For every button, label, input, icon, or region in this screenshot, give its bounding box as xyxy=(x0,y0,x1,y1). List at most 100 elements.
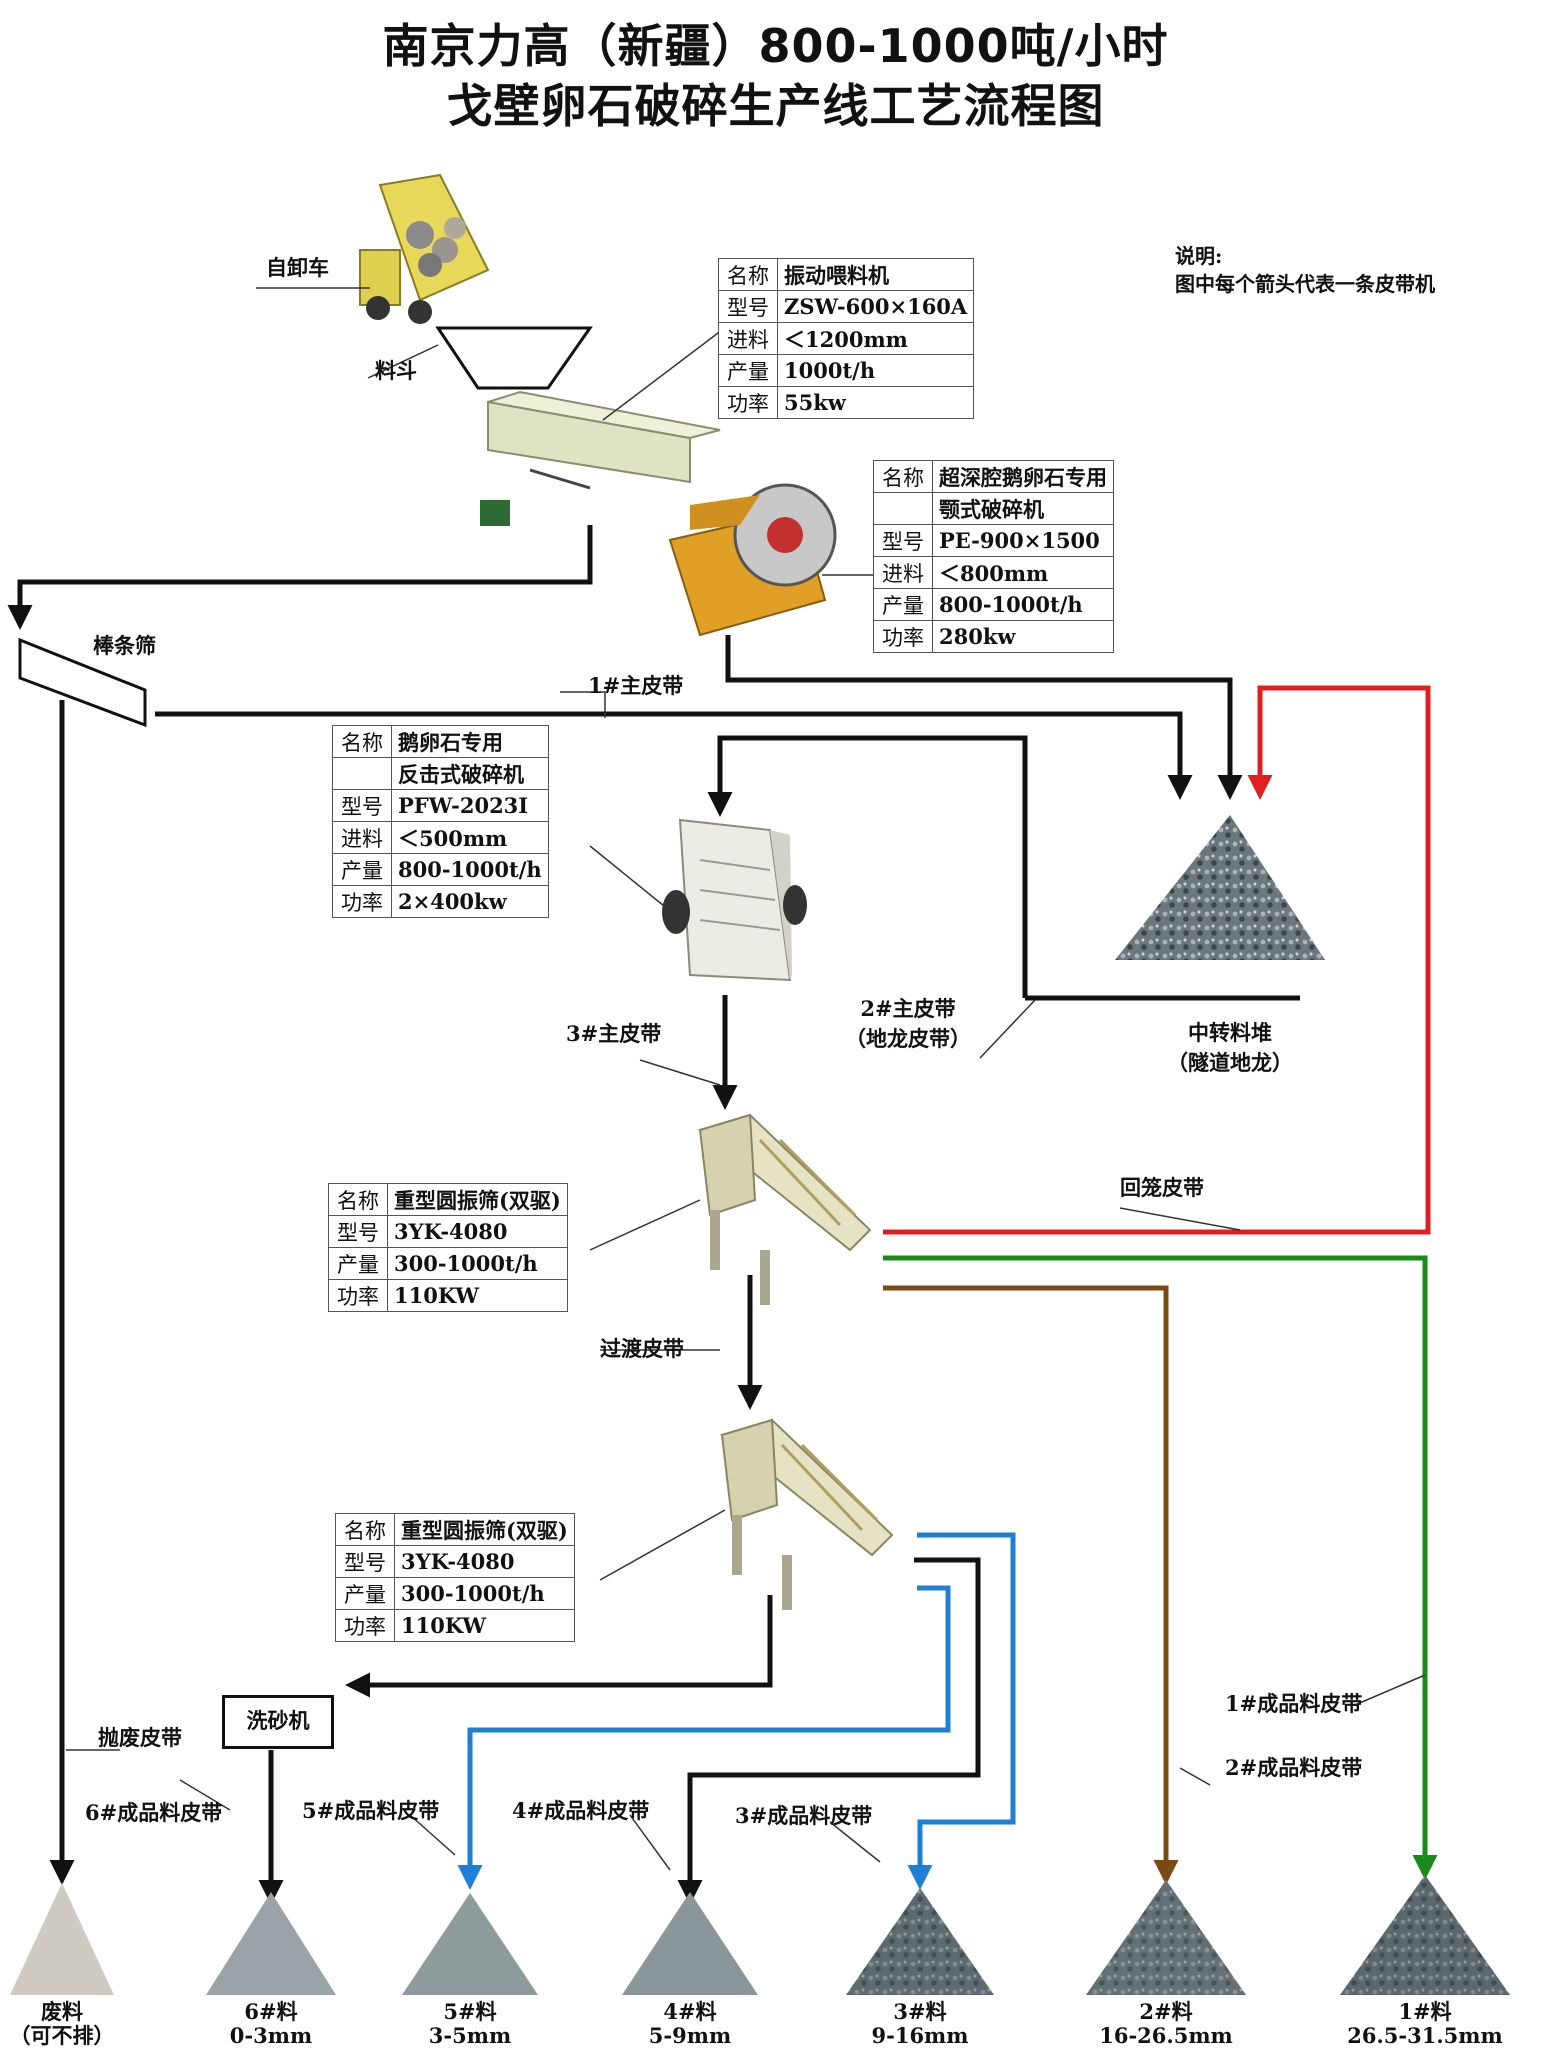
spec-value: ＜1200mm xyxy=(776,322,975,355)
stockpile-label-line-2: （隧道地龙） xyxy=(1167,1050,1293,1075)
spec-value: ＜500mm xyxy=(391,821,549,854)
spec-row: 颚式破碎机 xyxy=(873,492,1114,525)
stockpile-label: 中转料堆 （隧道地龙） xyxy=(1150,1017,1310,1077)
product-belt-4-label: 4#成品料皮带 xyxy=(512,1798,650,1823)
spec-key: 功率 xyxy=(328,1279,388,1312)
product-pile-icon xyxy=(846,1888,994,1995)
spec-value: 800-1000t/h xyxy=(932,588,1114,621)
product-name: 6#料 xyxy=(244,1999,298,2024)
spec-row: 名称振动喂料机 xyxy=(718,258,975,291)
spec-value: PE-900×1500 xyxy=(932,524,1114,557)
spec-key: 产量 xyxy=(335,1577,395,1610)
spec-key: 名称 xyxy=(718,258,778,291)
spec-value: 重型圆振筛(双驱) xyxy=(387,1183,568,1216)
product-belt-2-line xyxy=(883,1285,1179,1885)
vibrating-screen-1-icon xyxy=(697,1113,872,1305)
belt-3-label: 3#主皮带 xyxy=(566,1021,662,1046)
spec-value: 振动喂料机 xyxy=(776,258,975,291)
spec-key: 型号 xyxy=(328,1215,388,1248)
product-size: 26.5-31.5mm xyxy=(1347,2023,1503,2048)
spec-value: ＜800mm xyxy=(932,556,1114,589)
spec-key: 功率 xyxy=(873,620,933,653)
vibrating-feeder-icon xyxy=(480,390,721,526)
product-name: 废料 xyxy=(41,1999,83,2024)
spec-row: 名称超深腔鹅卵石专用 xyxy=(873,460,1114,493)
spec-row: 进料＜500mm xyxy=(332,821,549,854)
black-belt-lines xyxy=(7,525,1243,1905)
product-name: 2#料 xyxy=(1139,1999,1193,2024)
spec-value: 110KW xyxy=(387,1279,568,1312)
product-belt-5-label: 5#成品料皮带 xyxy=(302,1798,440,1823)
spec-value: ZSW-600×160A xyxy=(776,290,975,323)
product-belt-1-line xyxy=(883,1255,1438,1880)
spec-key xyxy=(332,757,392,790)
product-pile-shade xyxy=(1340,1875,1510,1995)
product-belt-5-line xyxy=(457,1585,951,1890)
return-belt-label: 回笼皮带 xyxy=(1120,1175,1204,1200)
spec-value: 300-1000t/h xyxy=(387,1247,568,1280)
spec-value: 55kw xyxy=(776,386,975,419)
spec-key: 进料 xyxy=(332,821,392,854)
dump-truck-icon xyxy=(359,173,490,324)
spec-row: 反击式破碎机 xyxy=(332,757,549,790)
spec-value: 110KW xyxy=(394,1609,575,1642)
spec-key: 型号 xyxy=(332,789,392,822)
spec-key: 名称 xyxy=(332,725,392,758)
impact-crusher-icon xyxy=(662,818,807,982)
legend-note: 说明: 图中每个箭头代表一条皮带机 xyxy=(1175,242,1435,298)
hopper-label: 料斗 xyxy=(375,358,417,383)
dump-truck-label: 自卸车 xyxy=(266,255,329,280)
product-size: 3-5mm xyxy=(428,2023,512,2048)
spec-row: 名称鹅卵石专用 xyxy=(332,725,549,758)
spec-value: PFW-2023I xyxy=(391,789,549,822)
spec-key: 型号 xyxy=(335,1545,395,1578)
spec-value: 超深腔鹅卵石专用 xyxy=(932,460,1114,493)
spec-value: 800-1000t/h xyxy=(391,853,549,886)
hopper-icon xyxy=(435,326,593,390)
product-belt-3-line xyxy=(907,1532,1016,1890)
spec-key: 名称 xyxy=(335,1513,395,1546)
product-pile-icon xyxy=(10,1883,114,1995)
legend-note-text: 图中每个箭头代表一条皮带机 xyxy=(1175,272,1435,296)
product-pile-icon xyxy=(1340,1875,1510,1995)
spec-key: 产量 xyxy=(328,1247,388,1280)
spec-value: 2×400kw xyxy=(391,885,549,918)
spec-value: 鹅卵石专用 xyxy=(391,725,549,758)
spec-key: 进料 xyxy=(718,322,778,355)
product-size: 16-26.5mm xyxy=(1099,2023,1233,2048)
spec-value: 重型圆振筛(双驱) xyxy=(394,1513,575,1546)
return-belt-line xyxy=(883,685,1431,1235)
product-name: 5#料 xyxy=(443,1999,497,2024)
product-size: 5-9mm xyxy=(648,2023,732,2048)
page-title-line-2: 戈壁卵石破碎生产线工艺流程图 xyxy=(446,79,1105,133)
product-piles xyxy=(10,1875,1510,1995)
product-pile-icon xyxy=(622,1892,758,1995)
spec-key xyxy=(873,492,933,525)
spec-value: 3YK-4080 xyxy=(394,1545,575,1578)
waste-belt-label: 抛废皮带 xyxy=(98,1725,182,1750)
spec-key: 进料 xyxy=(873,556,933,589)
product-size: 0-3mm xyxy=(229,2023,313,2048)
product-name: 4#料 xyxy=(663,1999,717,2024)
product-belt-2-label: 2#成品料皮带 xyxy=(1225,1755,1363,1780)
product-pile-icon xyxy=(206,1892,336,1995)
product-belt-1-label: 1#成品料皮带 xyxy=(1225,1691,1363,1716)
vibrating-screen-2-icon xyxy=(719,1418,894,1610)
